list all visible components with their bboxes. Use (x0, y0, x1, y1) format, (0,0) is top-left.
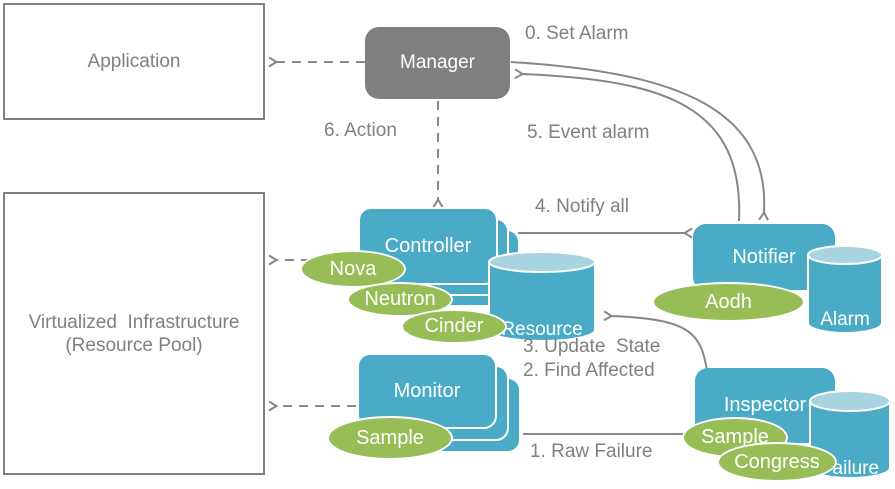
virtualized-infrastructure-label-line1: Virtualized Infrastructure (28, 311, 240, 333)
flow-label-update-state: 3. Update State (523, 336, 661, 357)
virtualized-infrastructure-label-line2: (Resource Pool) (65, 334, 203, 356)
arrow-set-alarm-manager-to-notifier (510, 61, 769, 221)
arrow-inspector-to-resource-map (603, 310, 708, 372)
controller-label: Controller (384, 234, 472, 257)
inspector-label: Inspector (723, 394, 807, 416)
aodh-plugin: Aodh (652, 282, 805, 322)
cinder-plugin: Cinder (401, 309, 507, 344)
manager-node: Manager (365, 27, 510, 99)
aodh-label: Aodh (705, 290, 752, 313)
notifier-label: Notifier (732, 245, 796, 268)
monitor-sample-label: Sample (356, 426, 424, 449)
resource-map-cylinder-shape (488, 251, 596, 342)
congress-label: Congress (734, 450, 820, 473)
application-box: Application (3, 3, 265, 120)
nova-label: Nova (329, 257, 377, 280)
inspector-sample-label: Sample (701, 426, 769, 448)
cinder-label: Cinder (424, 315, 484, 337)
alarm-conf-cylinder-shape (807, 245, 883, 334)
neutron-plugin: Neutron (347, 282, 453, 317)
manager-label: Manager (400, 52, 475, 73)
nova-plugin: Nova (300, 250, 406, 288)
virtualized-infrastructure-box: Virtualized Infrastructure (Resource Poo… (3, 192, 265, 475)
flow-label-event-alarm: 5. Event alarm (527, 122, 650, 143)
congress-plugin: Congress (717, 442, 837, 482)
application-label: Application (87, 51, 181, 72)
neutron-label: Neutron (364, 288, 436, 310)
flow-label-find-affected: 2. Find Affected (523, 360, 655, 381)
alarm-conf-datastore: Alarm Conf. (806, 244, 884, 393)
resource-map-label: Resource Map (501, 319, 583, 403)
flow-label-set-alarm: 0. Set Alarm (525, 23, 629, 44)
flow-label-action: 6. Action (324, 120, 397, 141)
resource-map-datastore: Resource Map (487, 250, 597, 403)
flow-label-notify-all: 4. Notify all (535, 196, 629, 217)
monitor-sample-plugin: Sample (327, 416, 453, 460)
monitor-label: Monitor (393, 379, 461, 402)
flow-label-raw-failure: 1. Raw Failure (530, 441, 653, 462)
arrow-event-alarm-notifier-to-manager (514, 68, 741, 222)
